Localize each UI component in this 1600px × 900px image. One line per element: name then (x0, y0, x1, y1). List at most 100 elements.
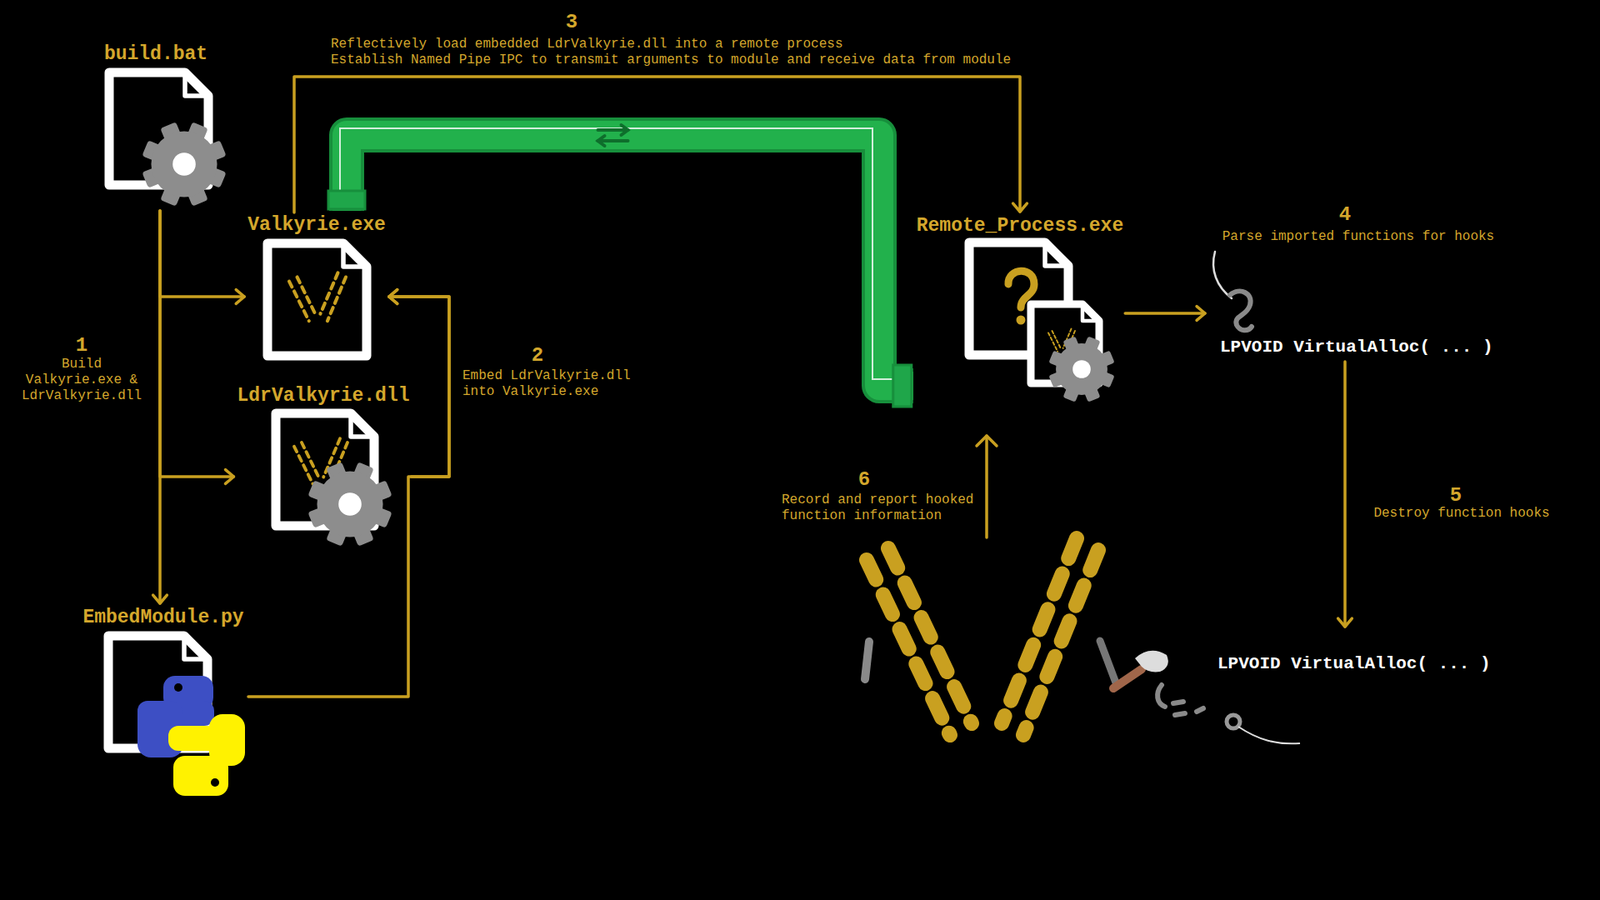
step-description: Destroy function hooks (1373, 505, 1550, 522)
named-pipe (328, 125, 914, 407)
pipe-flow-arrow (598, 139, 629, 143)
logo-dash-row (1051, 330, 1060, 349)
broken-hook-line (1238, 726, 1300, 744)
file-icon (252, 412, 395, 546)
file-icon-art (80, 634, 247, 798)
function-hook (1208, 250, 1292, 337)
gear-body (150, 130, 217, 197)
file-fold (343, 243, 367, 267)
gear-symbol (141, 121, 226, 206)
hammer-handle (1100, 640, 1117, 685)
file-fold (185, 72, 209, 96)
report-arrow (976, 435, 997, 538)
flow-line (160, 210, 234, 477)
logo-dash-row (888, 548, 972, 724)
logo-dash-row (294, 446, 313, 485)
pipe-highlight (340, 128, 907, 380)
file-icon-art (84, 70, 228, 208)
hook-clasp (1230, 291, 1252, 331)
flow-arrow (389, 290, 450, 477)
pipe-flow-arrow (621, 125, 629, 135)
file-icon (84, 70, 228, 208)
file-fold (350, 413, 375, 437)
file-icon (928, 242, 1112, 401)
file-name: LdrValkyrie.dll (236, 385, 410, 408)
logo-dash-row (327, 277, 346, 322)
pipe-cap (893, 365, 912, 407)
question-dot (1015, 315, 1025, 325)
broken-hook-piece (1157, 685, 1165, 707)
file-fold (1045, 242, 1069, 266)
hook-line (1213, 251, 1232, 299)
file-name: Remote_Process.exe (916, 215, 1124, 238)
pipe-cap (328, 190, 365, 210)
logo-dash-row (289, 281, 310, 322)
callout-number: 5 (1450, 483, 1462, 508)
report-arrow-head (976, 435, 997, 446)
python-logo (137, 675, 245, 796)
logo-dash-row (320, 272, 338, 314)
arrow-head (1338, 618, 1353, 627)
gear-body (316, 470, 383, 537)
broken-hook (1150, 678, 1309, 754)
callout-number: 6 (858, 467, 870, 492)
python-script: EmbedModule.py (80, 606, 247, 798)
logo-dash-row (1001, 538, 1077, 724)
arrow-head (389, 290, 398, 305)
logo-dash-row (297, 277, 316, 315)
file-name: Valkyrie.exe (247, 214, 386, 237)
valkyrie-logo-small (289, 272, 346, 321)
arrow-head (1013, 203, 1028, 212)
step-description: Parse imported functions for hooks (1222, 229, 1495, 245)
file-fold (1082, 304, 1100, 321)
gear-hole (338, 492, 362, 516)
step-description: Reflectively load embedded LdrValkyrie.d… (330, 36, 844, 53)
flow-line (160, 210, 245, 297)
arrow-head (225, 470, 235, 485)
arrow-head (235, 290, 245, 305)
flow-arrow (1125, 306, 1205, 321)
file-icon-art (252, 412, 395, 546)
hooked-function: LPVOID VirtualAlloc( ... ) (1208, 250, 1494, 359)
flow-arrow (160, 210, 234, 484)
file-name: EmbedModule.py (82, 606, 244, 630)
function-signature: LPVOID VirtualAlloc( ... ) (1217, 653, 1491, 675)
flow-arrow (153, 210, 168, 604)
step-description: Establish Named Pipe IPC to transmit arg… (330, 52, 1011, 69)
broken-hook-piece (1175, 713, 1185, 715)
broken-hook-piece (1196, 708, 1204, 712)
flow-arrow (1338, 361, 1353, 627)
executable-file: Valkyrie.exe (247, 214, 386, 359)
python-yellow (173, 755, 229, 796)
function-signature: LPVOID VirtualAlloc( ... ) (1208, 336, 1494, 359)
file-outline (267, 243, 367, 356)
gear-symbol (307, 461, 392, 546)
broken-hook-piece (1173, 701, 1184, 704)
pipe-body (346, 135, 914, 386)
callout-number: 4 (1339, 202, 1351, 227)
flow-line (158, 210, 162, 604)
python-eye (174, 683, 183, 692)
report-arrow-line (985, 435, 989, 538)
flow-arrow (160, 210, 245, 304)
file-icon (262, 241, 371, 359)
gear-symbol (1048, 335, 1115, 402)
grey-dash (865, 641, 870, 680)
gear-hole (172, 152, 196, 176)
target-process: Remote_Process.exe (916, 215, 1124, 401)
file-icon-art (928, 242, 1112, 401)
callout-number: 1 (75, 333, 88, 358)
flow-line (1125, 311, 1205, 315)
hammer-grip (1113, 669, 1142, 689)
unhooked-function: LPVOID VirtualAlloc( ... ) (1150, 630, 1491, 754)
pipe-flow-arrow (598, 135, 605, 146)
python-yellow (168, 725, 245, 751)
module-file: LdrValkyrie.dll (236, 385, 410, 546)
hammer-symbol (1100, 640, 1169, 689)
flow-line (1343, 361, 1347, 627)
gear-body (1055, 343, 1108, 395)
arrow-head (153, 595, 168, 604)
pipe-flow-arrow (598, 128, 629, 132)
